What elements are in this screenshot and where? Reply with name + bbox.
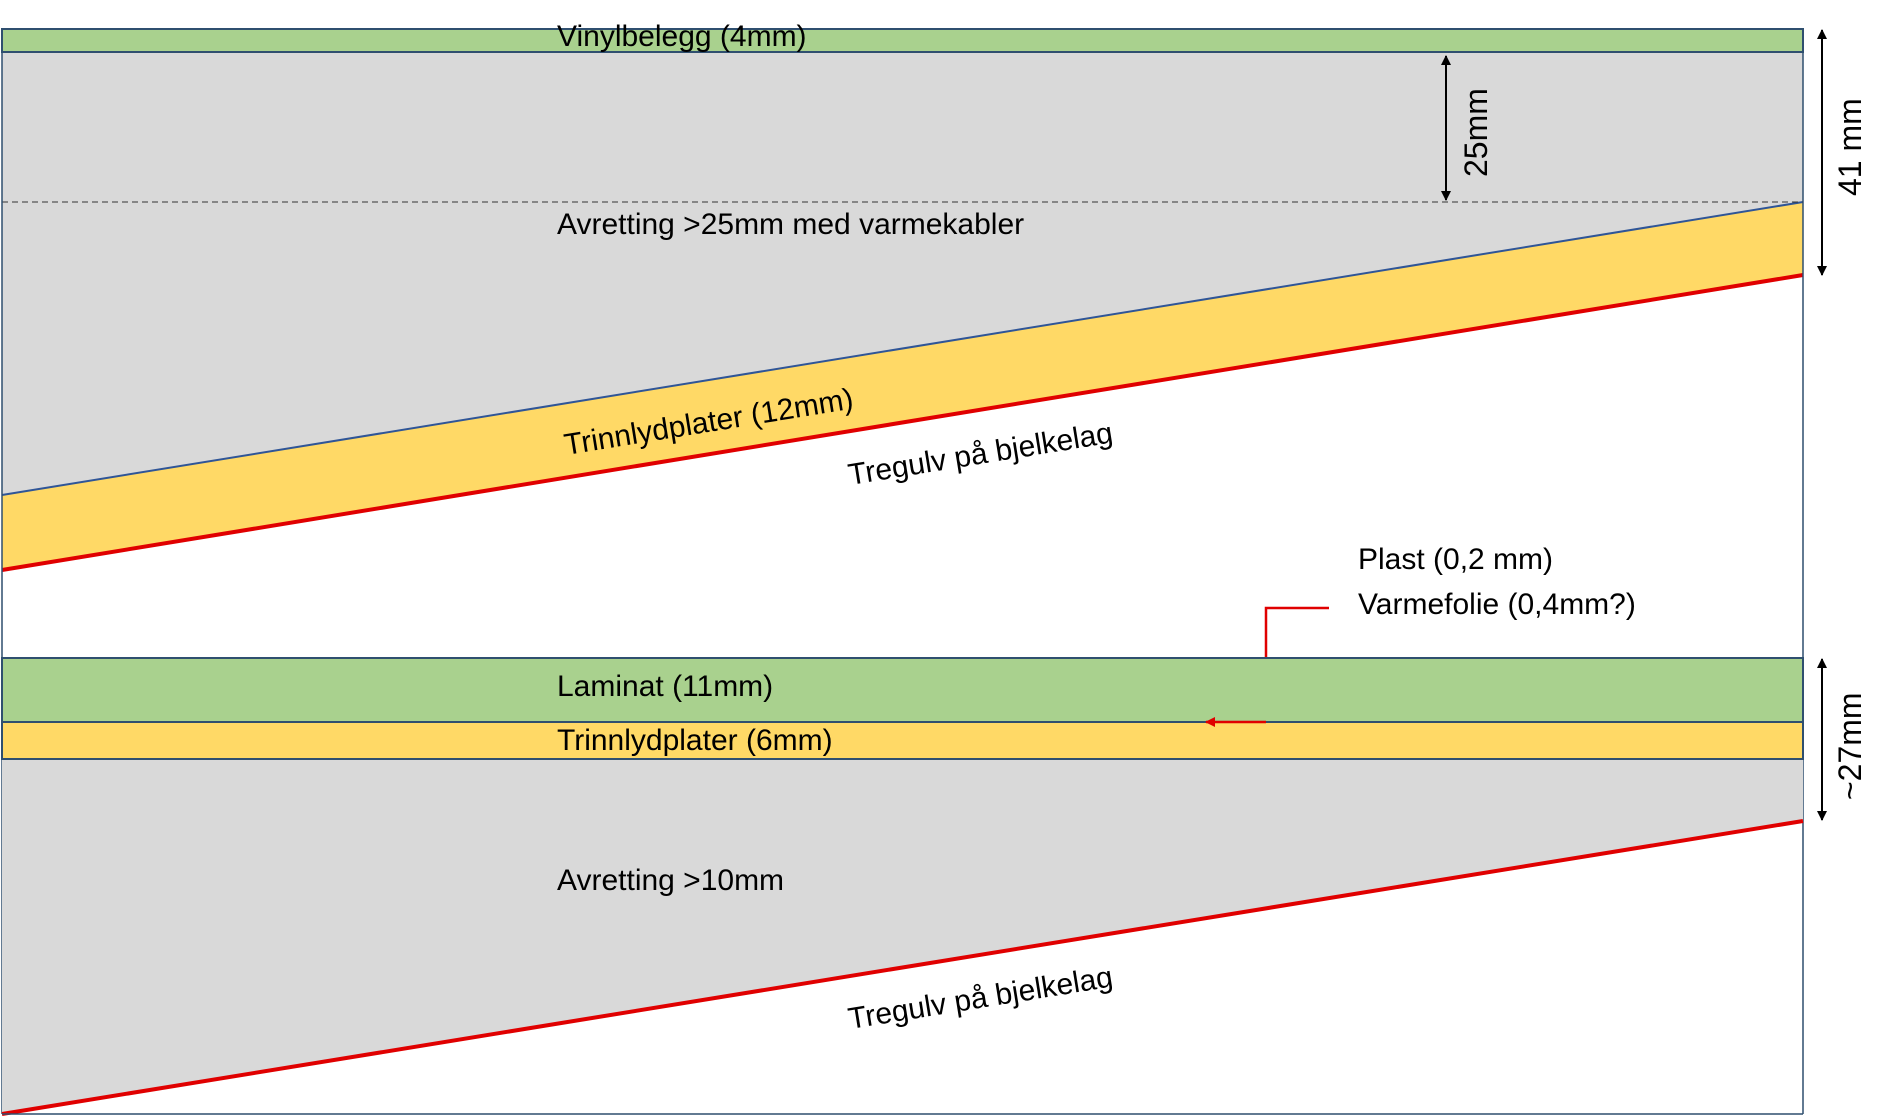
vinyl-layer (1, 28, 1804, 53)
bottom-sound-board-layer (1, 721, 1804, 760)
bottom-screed-layer (2, 759, 1803, 1114)
sound-board-top-edge (1, 201, 1804, 496)
label-bottom-sound-boards: Trinnlydplater (6mm) (557, 724, 833, 757)
top-subfloor-line (1, 273, 1804, 572)
top-screed-layer (2, 52, 1803, 495)
label-top-subfloor: Tregulv på bjelkelag (846, 417, 1115, 492)
laminate-layer (1, 657, 1804, 723)
label-dim-41mm: 41 mm (1832, 98, 1868, 196)
label-plastic: Plast (0,2 mm) (1358, 543, 1553, 576)
label-bottom-screed: Avretting >10mm (557, 864, 784, 897)
label-heating-foil: Varmefolie (0,4mm?) (1358, 588, 1636, 621)
label-dim-25mm: 25mm (1458, 88, 1494, 177)
label-vinyl: Vinylbelegg (4mm) (557, 20, 807, 53)
top-sound-board-layer (2, 202, 1803, 570)
label-laminate: Laminat (11mm) (557, 670, 773, 703)
label-dim-27mm: ~27mm (1832, 692, 1868, 800)
bottom-subfloor-line (1, 819, 1804, 1116)
label-top-screed: Avretting >25mm med varmekabler (557, 208, 1024, 241)
